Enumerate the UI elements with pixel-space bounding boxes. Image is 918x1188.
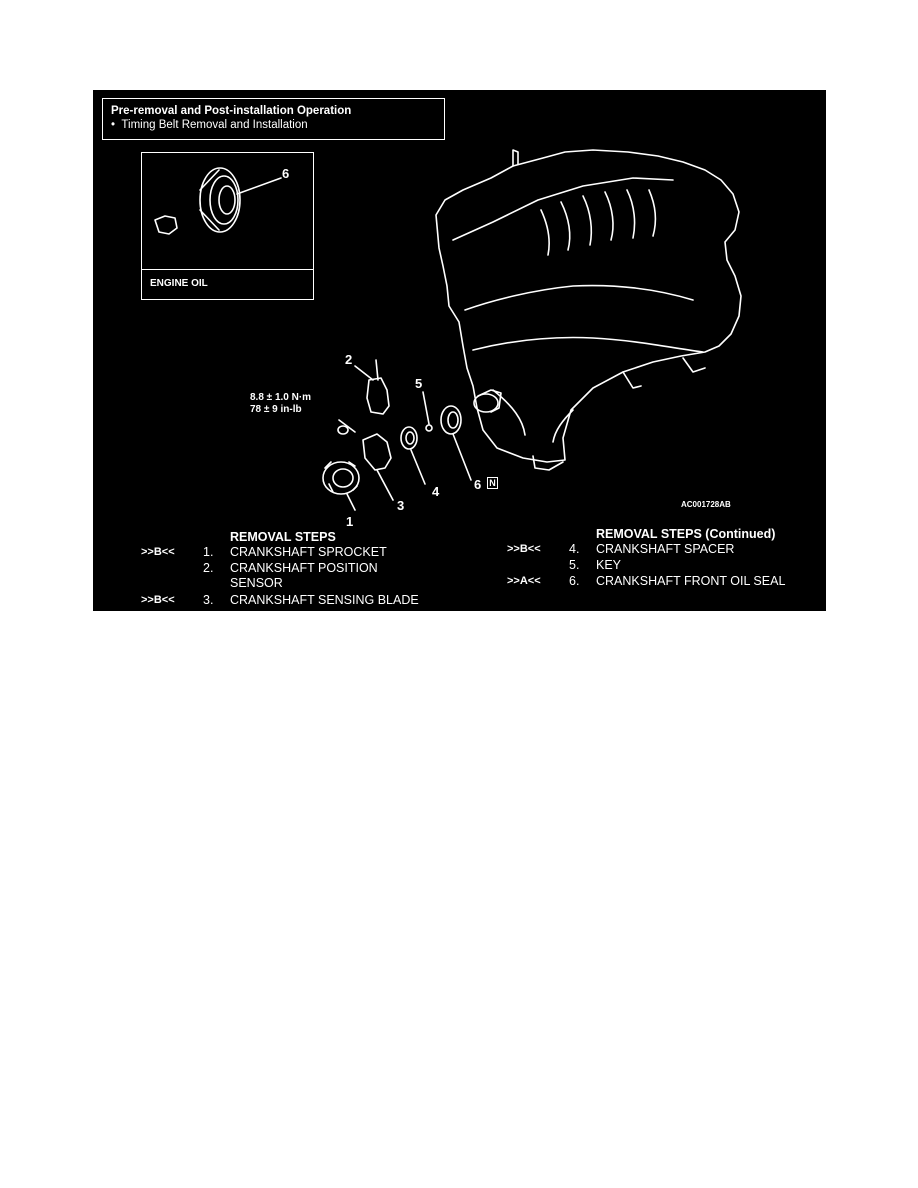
inset-box: ENGINE OIL (141, 152, 314, 300)
bolt-drawing (337, 419, 356, 435)
pre-op-title: Pre-removal and Post-installation Operat… (111, 105, 352, 117)
step-procedure-code: >>B<< (507, 543, 541, 555)
position-sensor-drawing (354, 359, 390, 415)
engine-block-drawing (435, 149, 742, 471)
torque-spec: 8.8 ± 1.0 N·m 78 ± 9 in-lb (250, 392, 311, 416)
step-name: CRANKSHAFT FRONT OIL SEAL (596, 574, 786, 588)
removal-steps-heading: REMOVAL STEPS (230, 530, 336, 544)
line-art (154, 149, 742, 511)
torque-imperial: 78 ± 9 in-lb (250, 404, 302, 415)
step-name: CRANKSHAFT POSITION SENSOR (230, 561, 378, 590)
callout-4: 4 (432, 484, 440, 499)
new-part-badge: N (487, 477, 498, 489)
pre-op-bullet: • Timing Belt Removal and Installation (111, 119, 308, 131)
key-drawing (422, 391, 433, 432)
callout-2: 2 (345, 352, 353, 367)
callout-3: 3 (397, 498, 405, 513)
callout-5: 5 (415, 376, 423, 391)
removal-step-row: 2. CRANKSHAFT POSITION SENSOR (141, 561, 441, 593)
removal-step-row: >>B<< 3. CRANKSHAFT SENSING BLADE (141, 593, 441, 611)
removal-step-row: >>B<< 4. CRANKSHAFT SPACER (507, 542, 807, 574)
callout-6: 6 (474, 477, 482, 492)
removal-steps-continued-heading: REMOVAL STEPS (Continued) (596, 527, 776, 541)
pre-op-bullet-text: Timing Belt Removal and Installation (121, 119, 308, 131)
spacer-drawing (400, 426, 426, 485)
removal-step-row: >>A<< 6. CRANKSHAFT FRONT OIL SEAL (507, 574, 807, 606)
torque-metric: 8.8 ± 1.0 N·m (250, 392, 312, 403)
sensing-blade-drawing (362, 433, 394, 501)
removal-step-row: >>B<< 1. CRANKSHAFT SPROCKET (141, 545, 441, 577)
step-number: 3. (203, 593, 214, 607)
step-number: 5. (569, 558, 580, 572)
inset-caption: ENGINE OIL (150, 278, 208, 289)
step-name: CRANKSHAFT SENSING BLADE (230, 593, 419, 607)
oil-seal-drawing (440, 405, 472, 481)
callout-1: 1 (346, 514, 354, 529)
inset-callout-6: 6 (282, 166, 290, 181)
exploded-diagram: Pre-removal and Post-installation Operat… (93, 90, 826, 611)
step-number: 4. (569, 542, 580, 556)
figure-id: AC001728AB (681, 500, 731, 509)
step-name: CRANKSHAFT SPACER (596, 542, 735, 556)
step-number: 1. (203, 545, 214, 559)
step-number: 2. (203, 561, 214, 575)
step-name: KEY (596, 558, 622, 572)
inset-divider (142, 269, 313, 270)
step-number: 6. (569, 574, 580, 588)
inset-oil-seal-drawing (154, 167, 282, 235)
step-procedure-code: >>B<< (141, 546, 175, 558)
sprocket-drawing (322, 461, 360, 511)
pre-op-box: Pre-removal and Post-installation Operat… (102, 98, 445, 140)
step-procedure-code: >>B<< (141, 594, 175, 606)
step-name: CRANKSHAFT SPROCKET (230, 545, 387, 559)
step-procedure-code: >>A<< (507, 575, 541, 587)
removal-step-row: 5. KEY (507, 558, 807, 590)
